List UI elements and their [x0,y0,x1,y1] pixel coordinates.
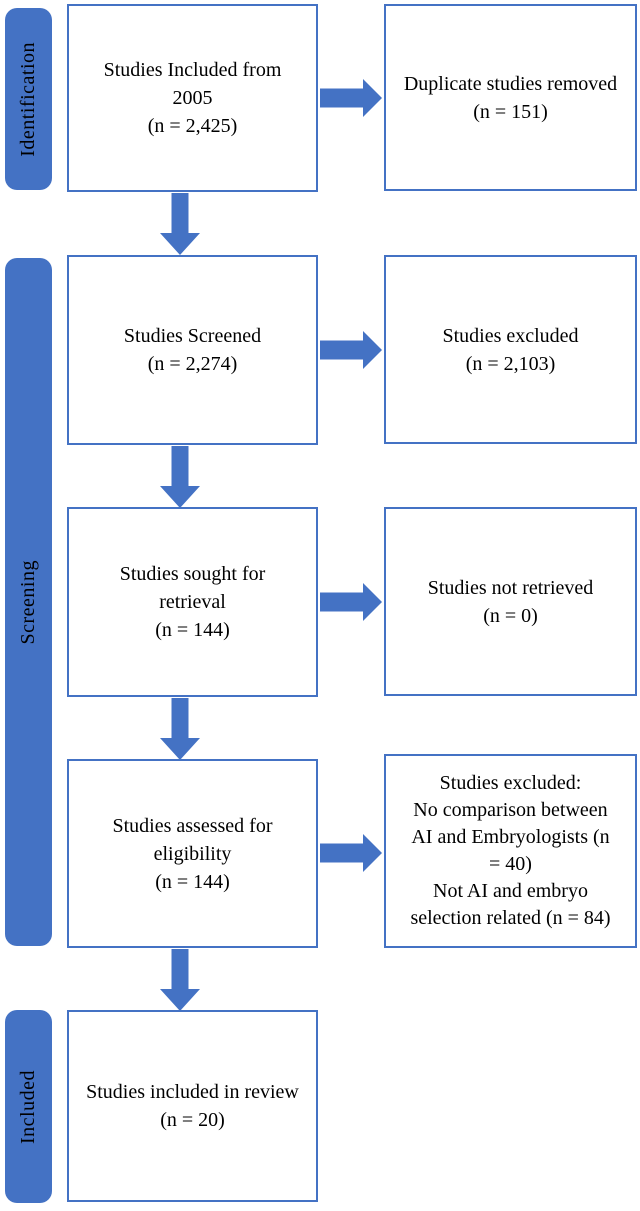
stage-bar-included: Included [5,1010,52,1203]
right-arrow-shape [320,834,382,872]
box-text-line: Studies not retrieved [427,576,594,599]
stage-label-included: Included [17,1069,39,1144]
right-arrow-shape [320,583,382,621]
down-arrow-icon [160,949,200,1011]
box-text-line: (n = 144) [155,870,230,893]
box-text-line: Studies excluded: [439,772,582,794]
right-arrow-icon [320,583,382,621]
down-arrow-shape [160,698,200,760]
box-text-line: Studies included in review [86,1081,299,1103]
box-text-line: selection related (n = 84) [410,907,611,929]
box-text-line: eligibility [153,842,232,865]
box-text-line: retrieval [159,591,226,613]
box-text-line: = 40) [489,853,532,875]
down-arrow-icon [160,446,200,508]
box-text-line: Studies Screened [123,325,262,347]
box-text-line: AI and Embryologists (n [411,826,610,848]
flow-box-studies-assessed-for-eligibility: Studies assessed for eligibility (n = 14… [67,759,318,948]
box-text-line: (n = 2,103) [465,352,556,375]
flow-box-studies-screened: Studies Screened (n = 2,274) [67,255,318,445]
box-text-line: Not AI and embryo [433,880,588,902]
stage-label-identification: Identification [17,41,39,157]
box-text-line: (n = 20) [160,1109,225,1131]
box-text-line: No comparison between [413,799,608,821]
stage-bar-screening: Screening [5,258,52,946]
box-text-line: Studies excluded [442,324,579,347]
flow-box-studies-sought-for-retrieval: Studies sought for retrieval (n = 144) [67,507,318,697]
right-arrow-shape [320,331,382,369]
stage-label-screening: Screening [17,559,39,645]
box-text-line: (n = 151) [473,100,548,123]
flow-box-studies-excluded: Studies excluded (n = 2,103) [384,255,637,444]
right-arrow-icon [320,79,382,117]
stage-bar-identification: Identification [5,8,52,190]
down-arrow-shape [160,446,200,508]
box-text-line: (n = 144) [155,619,230,641]
box-text-line: 2005 [172,87,213,109]
down-arrow-shape [160,949,200,1011]
down-arrow-icon [160,193,200,255]
flow-box-studies-not-retrieved: Studies not retrieved (n = 0) [384,507,637,696]
box-text-line: Duplicate studies removed [403,72,618,95]
flow-box-studies-excluded-reasons: Studies excluded: No comparison between … [384,754,637,948]
right-arrow-icon [320,331,382,369]
flow-box-studies-included-from-2005: Studies Included from 2005 (n = 2,425) [67,4,318,192]
box-text-line: Studies Included from [103,59,282,81]
box-text-line: Studies assessed for [112,814,273,837]
down-arrow-icon [160,698,200,760]
flow-box-duplicate-studies-removed: Duplicate studies removed (n = 151) [384,4,637,191]
box-text-line: (n = 2,425) [147,115,238,137]
flow-box-studies-included-in-review: Studies included in review (n = 20) [67,1010,318,1202]
right-arrow-icon [320,834,382,872]
box-text-line: Studies sought for [119,563,266,585]
right-arrow-shape [320,79,382,117]
box-text-line: (n = 0) [483,604,538,627]
box-text-line: (n = 2,274) [147,353,238,375]
down-arrow-shape [160,193,200,255]
